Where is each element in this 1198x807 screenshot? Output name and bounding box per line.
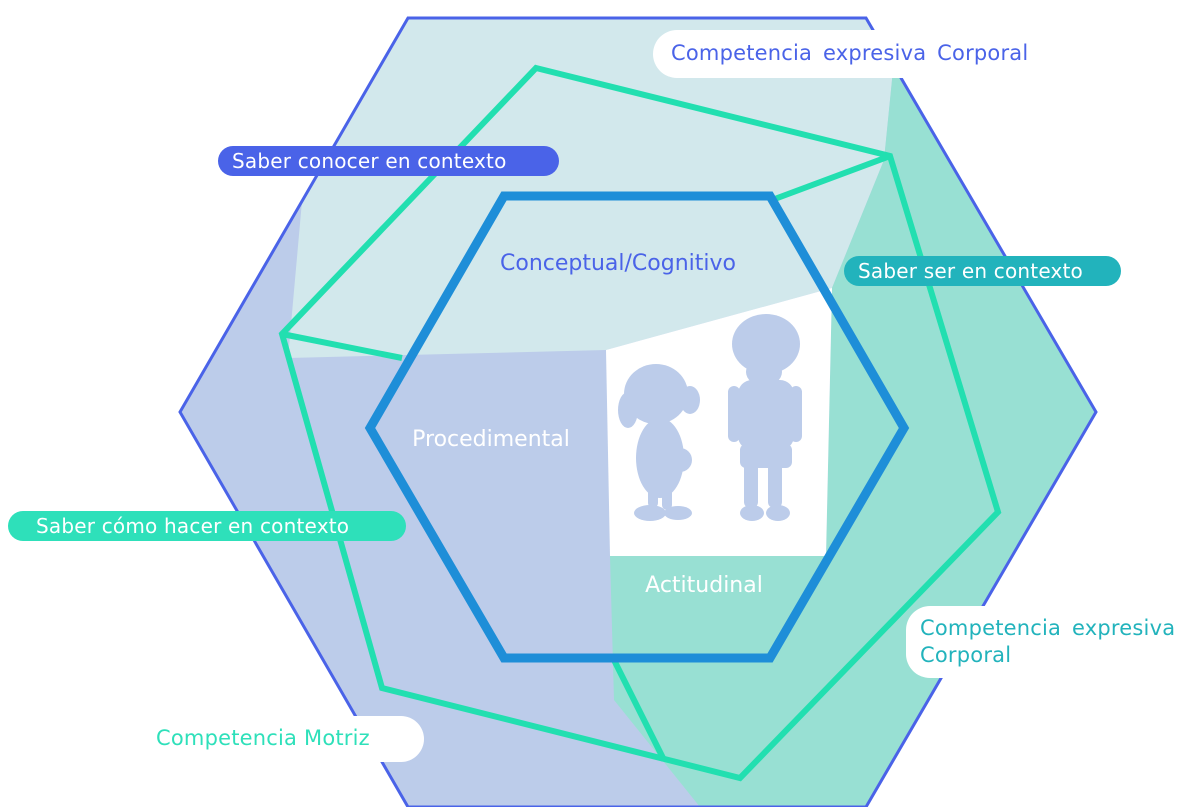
saber-conocer-label: Saber conocer en contexto: [218, 146, 559, 176]
competencia-expresiva-right-label: Competencia expresiva Corporal: [906, 606, 1198, 678]
competencia-expresiva-top-label: Competencia expresiva Corporal: [653, 30, 1073, 78]
saber-ser-label: Saber ser en contexto: [844, 256, 1121, 286]
label-procedimental: Procedimental: [412, 427, 570, 452]
girl-figure-icon: [618, 364, 700, 521]
inner-hexagon: [364, 191, 910, 663]
boy-figure-icon: [728, 314, 802, 521]
competencia-expresiva-right-line1: Competencia expresiva: [920, 616, 1176, 640]
saber-hacer-label: Saber cómo hacer en contexto: [8, 511, 406, 541]
competencia-expresiva-right-line2: Corporal: [920, 643, 1012, 668]
outer-hexagon: [178, 16, 1098, 807]
green-connector-top: [770, 153, 892, 203]
green-connector-bottom: [611, 658, 667, 762]
region-conceptual: [288, 18, 900, 358]
competencia-motriz-label: Competencia Motriz: [140, 716, 424, 762]
label-actitudinal: Actitudinal: [645, 573, 763, 598]
label-conceptual: Conceptual/Cognitivo: [500, 251, 736, 276]
green-connector-left: [281, 331, 403, 361]
